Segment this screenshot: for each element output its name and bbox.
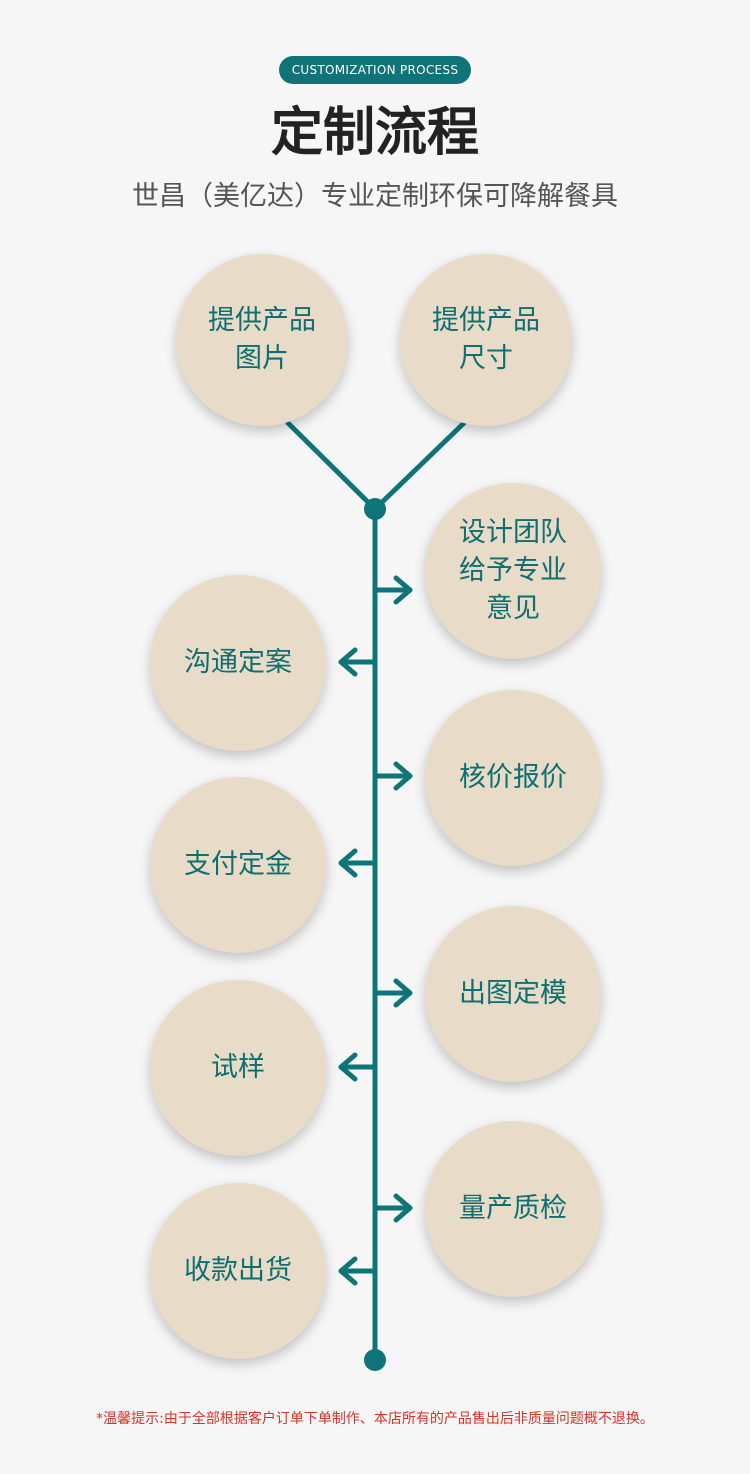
page-title: 定制流程 <box>270 103 479 163</box>
step-pay-deposit: 支付定金 <box>150 777 326 953</box>
step-drawing-mold: 出图定模 <box>425 906 601 1082</box>
step-confirm-plan: 沟通定案 <box>150 575 326 751</box>
footer-note: *温馨提示:由于全部根据客户订单下单制作、本店所有的产品售出后非质量问题概不退换… <box>96 1411 654 1427</box>
step-sample: 试样 <box>150 980 326 1156</box>
branch-line-left <box>285 420 378 512</box>
step-quotation: 核价报价 <box>425 690 601 866</box>
arrow-left-4 <box>338 1256 378 1286</box>
arrow-right-4 <box>372 1193 413 1223</box>
branch-line-right <box>372 420 467 512</box>
arrow-right-3 <box>372 978 413 1008</box>
step-mass-production-qc: 量产质检 <box>425 1121 601 1297</box>
header-badge: CUSTOMIZATION PROCESS <box>279 56 471 84</box>
step-provide-product-image: 提供产品 图片 <box>176 254 348 426</box>
arrow-right-1 <box>372 575 413 605</box>
arrow-left-1 <box>338 647 378 677</box>
page-subtitle: 世昌（美亿达）专业定制环保可降解餐具 <box>132 181 618 212</box>
junction-dot <box>364 498 386 520</box>
step-payment-shipping: 收款出货 <box>150 1183 326 1359</box>
step-design-team-advice: 设计团队 给予专业 意见 <box>425 483 601 659</box>
arrow-left-3 <box>338 1052 378 1082</box>
end-dot <box>364 1349 386 1371</box>
arrow-left-2 <box>338 848 378 878</box>
arrow-right-2 <box>372 761 413 791</box>
step-provide-product-size: 提供产品 尺寸 <box>400 254 572 426</box>
